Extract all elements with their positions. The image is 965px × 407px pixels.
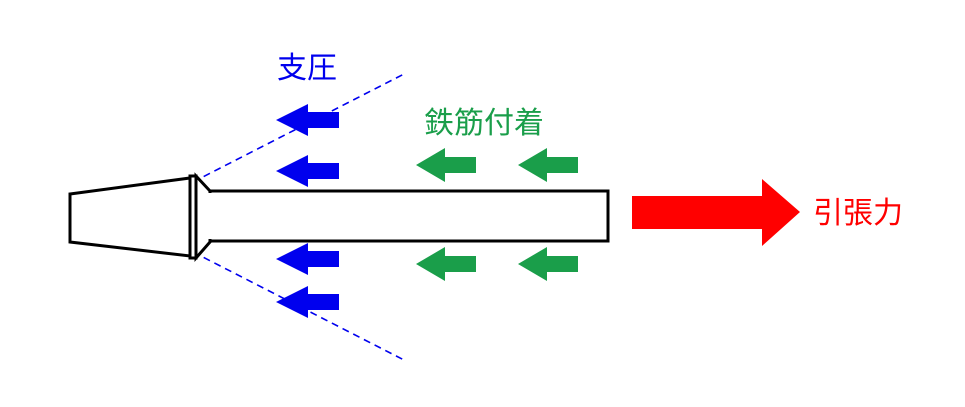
tension-label: 引張力: [813, 196, 903, 231]
bearing-label: 支圧: [277, 51, 337, 86]
anchor-head: [68, 176, 192, 258]
arrow-left-icon: [518, 148, 578, 182]
arrow-left-icon: [518, 247, 578, 281]
bond-label: 鉄筋付着: [424, 106, 544, 141]
arrow-left-icon: [276, 243, 339, 275]
arrow-left-icon: [276, 286, 339, 318]
bearing-cone-lower-line: [192, 251, 405, 361]
bond-arrows: [416, 148, 578, 281]
arrow-left-icon: [416, 247, 476, 281]
bearing-cone-upper-line: [192, 73, 405, 183]
bearing-arrows: [276, 104, 339, 318]
arrow-left-icon: [276, 155, 339, 187]
rebar: [208, 189, 610, 243]
tension-arrow: [632, 179, 800, 246]
arrow-left-icon: [276, 104, 339, 136]
arrow-left-icon: [416, 148, 476, 182]
